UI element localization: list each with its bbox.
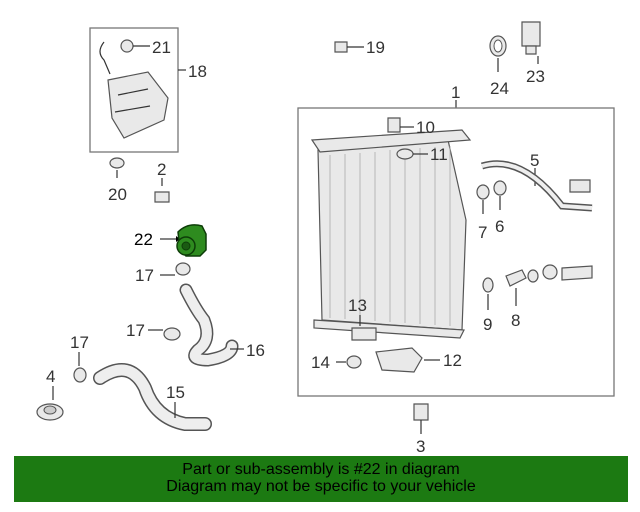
label-17-middle: 17 bbox=[126, 321, 145, 340]
radiator-top-tank bbox=[310, 129, 472, 153]
label-13: 13 bbox=[348, 296, 367, 315]
reservoir-tank bbox=[107, 71, 169, 139]
label-10: 10 bbox=[416, 118, 435, 137]
mount-3 bbox=[413, 403, 429, 434]
radiator-group bbox=[297, 100, 615, 397]
reservoir-group bbox=[89, 27, 186, 153]
label-8: 8 bbox=[511, 311, 520, 330]
radiator-bottom-tank bbox=[313, 319, 465, 339]
label-18: 18 bbox=[188, 62, 207, 81]
label-15: 15 bbox=[166, 383, 185, 402]
hose-16 bbox=[181, 285, 237, 366]
label-20: 20 bbox=[108, 185, 127, 204]
washer-9 bbox=[482, 277, 494, 310]
cap-4 bbox=[36, 386, 64, 421]
label-23: 23 bbox=[526, 67, 545, 86]
reservoir-frame bbox=[89, 27, 179, 153]
label-9: 9 bbox=[483, 315, 492, 334]
label-12: 12 bbox=[443, 351, 462, 370]
oring-24 bbox=[489, 35, 507, 72]
label-7: 7 bbox=[478, 223, 487, 242]
banner-line-2: Diagram may not be specific to your vehi… bbox=[166, 478, 476, 495]
label-17-upper: 17 bbox=[135, 266, 154, 285]
label-17-lower: 17 bbox=[70, 333, 89, 352]
radiator-frame bbox=[297, 107, 615, 397]
clamp-17-lower bbox=[73, 352, 87, 383]
pipe-5 bbox=[480, 160, 593, 212]
info-banner: Part or sub-assembly is #22 in diagram D… bbox=[14, 456, 628, 502]
label-22: 22 bbox=[134, 230, 153, 249]
reservoir-cap bbox=[120, 39, 134, 53]
label-16: 16 bbox=[246, 341, 265, 360]
sensor-23 bbox=[521, 21, 541, 64]
plug-13 bbox=[351, 315, 377, 341]
label-19: 19 bbox=[366, 38, 385, 57]
hose-end bbox=[527, 264, 593, 283]
clamp-17-upper bbox=[160, 262, 191, 276]
washer-7 bbox=[476, 184, 490, 214]
radiator-core bbox=[317, 139, 467, 331]
parts-diagram: 21 18 20 2 22 17 17 17 16 4 15 19 24 23 … bbox=[36, 21, 615, 456]
label-4: 4 bbox=[46, 367, 55, 386]
bolt-10 bbox=[387, 117, 414, 133]
clip-20 bbox=[109, 157, 125, 178]
nut-6 bbox=[493, 180, 507, 210]
bolt-19 bbox=[334, 41, 364, 53]
label-1: 1 bbox=[451, 83, 460, 102]
label-6: 6 bbox=[495, 217, 504, 236]
washer-11 bbox=[396, 148, 428, 160]
outlet-12 bbox=[375, 347, 440, 373]
label-5: 5 bbox=[530, 151, 539, 170]
label-14: 14 bbox=[311, 353, 330, 372]
label-11: 11 bbox=[430, 145, 448, 164]
reservoir-hose bbox=[99, 41, 111, 75]
part-22-highlighted bbox=[160, 224, 207, 257]
label-2: 2 bbox=[157, 160, 166, 179]
label-21: 21 bbox=[152, 38, 171, 57]
hose-15 bbox=[94, 364, 211, 430]
banner-line-1: Part or sub-assembly is #22 in diagram bbox=[182, 461, 460, 478]
bolt-2 bbox=[154, 178, 170, 203]
drain-8 bbox=[505, 269, 527, 306]
washer-14 bbox=[336, 355, 362, 369]
clamp-17-middle bbox=[148, 327, 181, 341]
label-24: 24 bbox=[490, 79, 509, 98]
label-3: 3 bbox=[416, 437, 425, 456]
radiator-fins bbox=[329, 146, 451, 326]
